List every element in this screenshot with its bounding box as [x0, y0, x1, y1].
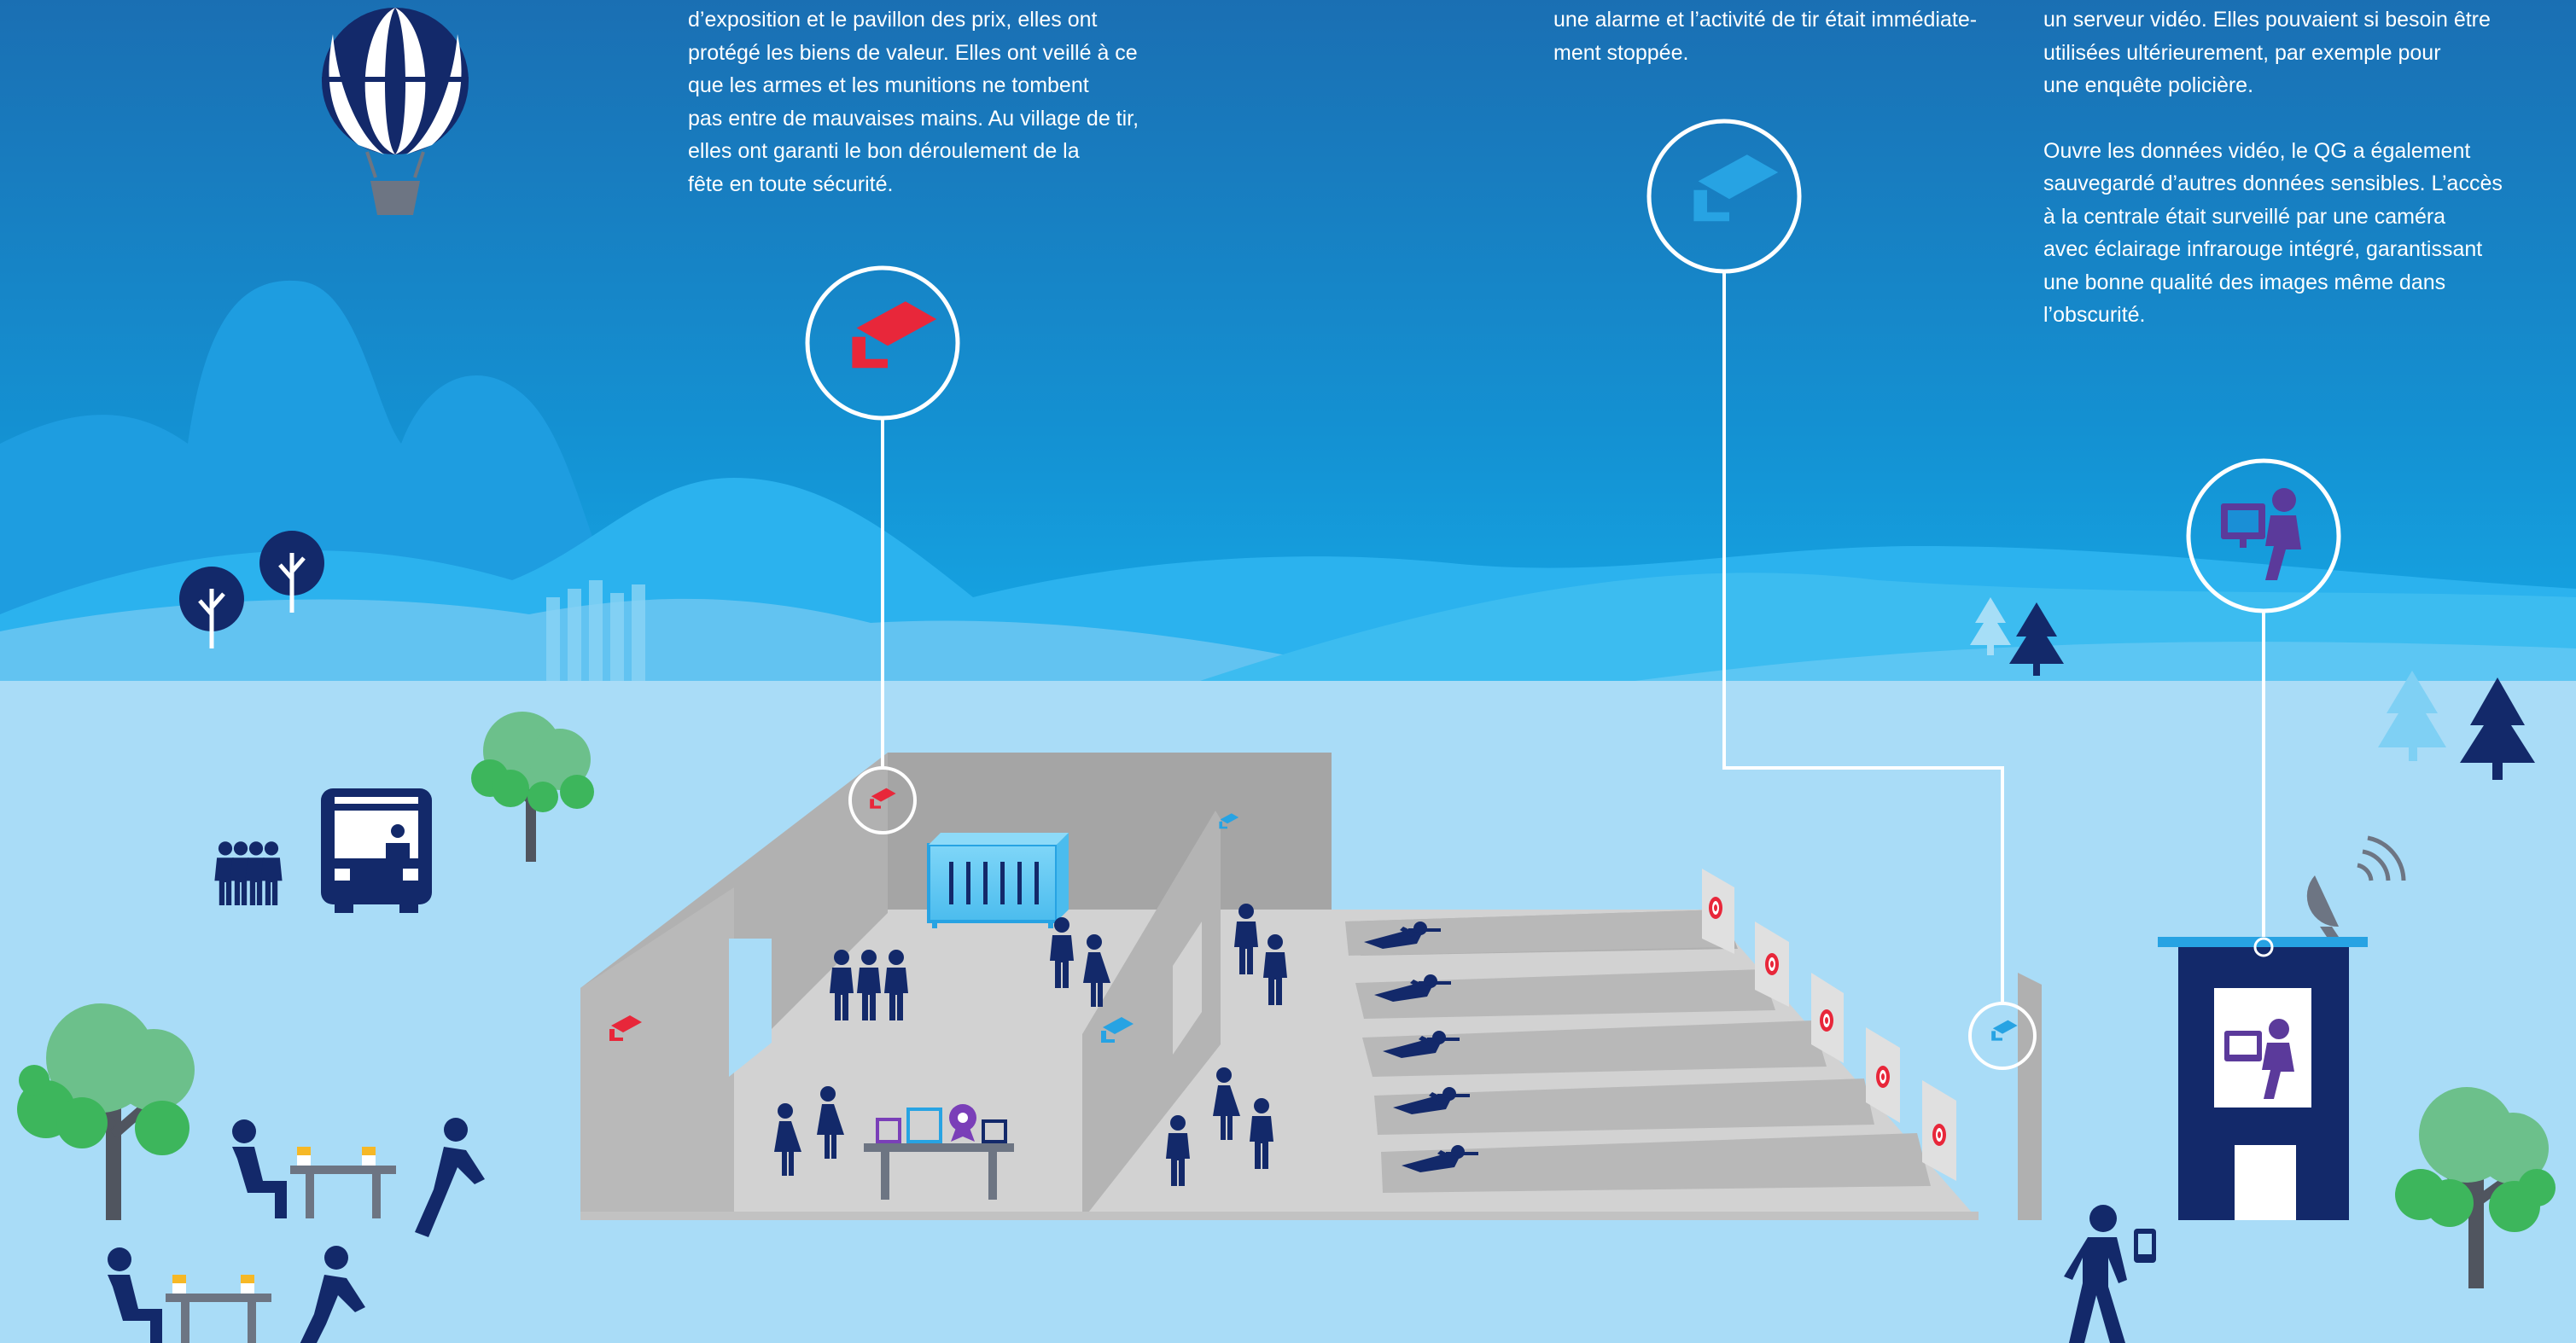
text-line: protégé les biens de valeur. Elles ont v…: [688, 40, 1138, 65]
weapon-display-case-icon: [927, 833, 1069, 928]
text-line: que les armes et les munitions ne tomben…: [688, 73, 1089, 97]
text-line: elles ont garanti le bon déroulement de …: [688, 139, 1080, 163]
operator-at-monitor-icon: [2224, 1019, 2294, 1099]
person-with-phone-icon: [2064, 1205, 2156, 1343]
headquarters-building: [2158, 937, 2368, 1220]
security-camera-red-icon: [852, 301, 937, 369]
hot-air-balloon-icon: [322, 8, 469, 215]
city-skyline: [546, 580, 645, 683]
text-line: ment stoppée.: [1553, 40, 1689, 65]
text-line: un serveur vidéo. Elles pouvaient si bes…: [2043, 8, 2491, 32]
text-line: pas entre de mauvaises mains. Au village…: [688, 106, 1139, 131]
callout-circle-blue-camera: [1646, 119, 1802, 274]
operator-at-monitor-icon: [2221, 488, 2301, 580]
bus-icon: [321, 788, 432, 913]
callout-circle-red-camera: [805, 265, 960, 421]
text-line: l’obscurité.: [2043, 303, 2146, 327]
text-line: une bonne qualité des images même dans: [2043, 270, 2446, 294]
text-line: utilisées ultérieurement, par exemple po…: [2043, 40, 2441, 65]
tree-icon: [471, 712, 594, 862]
text-block-right: un serveur vidéo. Elles pouvaient si bes…: [2043, 3, 2538, 332]
security-camera-blue-icon: [1693, 154, 1779, 222]
text-line: Ouvre les données vidéo, le QG a égaleme…: [2043, 138, 2471, 163]
tree-icon: [2395, 1087, 2556, 1288]
text-line: avec éclairage infrarouge intégré, garan…: [2043, 237, 2483, 261]
text-block-left: d’exposition et le pavillon des prix, el…: [688, 3, 1166, 201]
callout-circle-operator: [2186, 458, 2341, 613]
target-icon: [1709, 897, 1946, 1146]
text-line: sauvegardé d’autres données sensibles. L…: [2043, 172, 2503, 195]
text-block-middle: une alarme et l’activité de tir était im…: [1553, 3, 2031, 69]
round-tree-icon: [179, 531, 324, 648]
hills-front-left: [0, 598, 1417, 683]
connector-lines: [881, 271, 2265, 1003]
pine-tree-icon: [1970, 597, 2535, 780]
tree-icon: [17, 1003, 195, 1220]
hills-front-right-light: [1622, 642, 2576, 683]
prize-table-icon: [864, 1104, 1014, 1200]
text-line: fête en toute sécurité.: [688, 172, 894, 196]
satellite-dish-icon: [2306, 835, 2406, 937]
text-line: à la centrale était surveillé par une ca…: [2043, 204, 2446, 229]
text-line: une enquête policière.: [2043, 73, 2254, 97]
text-line: d’exposition et le pavillon des prix, el…: [688, 8, 1098, 32]
picnic-table-people-icon: [108, 1118, 485, 1343]
text-line: une alarme et l’activité de tir était im…: [1553, 8, 1978, 32]
